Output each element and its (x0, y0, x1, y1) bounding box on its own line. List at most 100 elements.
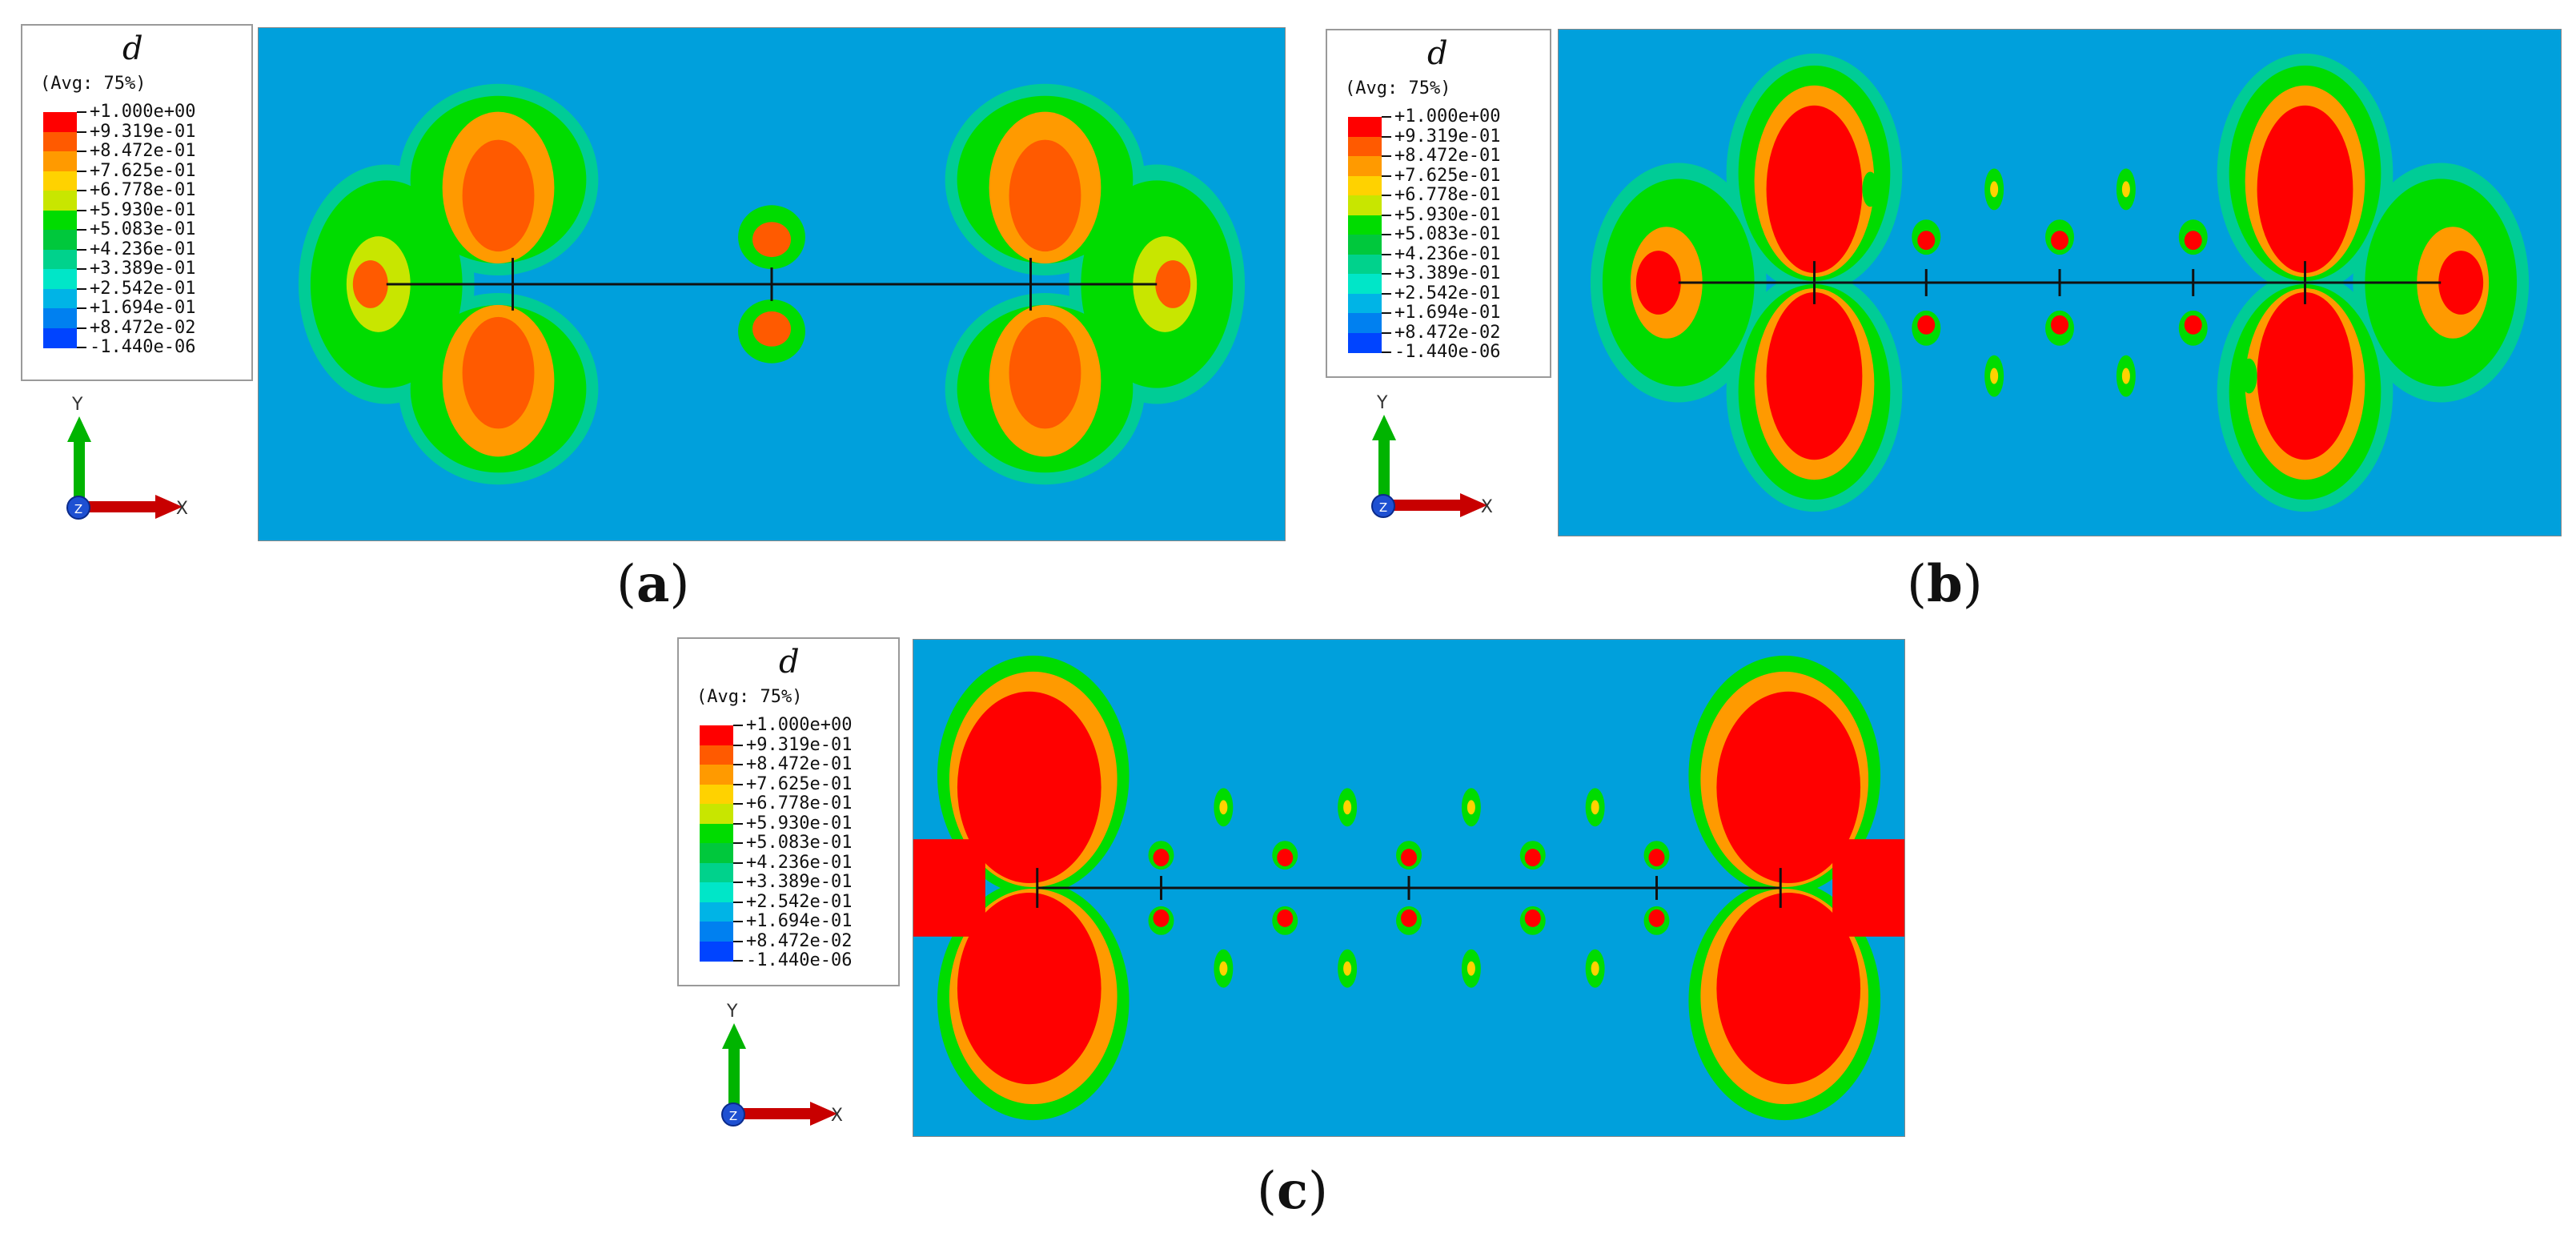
legend-swatch (700, 902, 733, 922)
legend-swatch (43, 112, 77, 132)
legend-tick (1382, 273, 1391, 275)
z-axis-label: Z (729, 1109, 737, 1123)
legend-level-label: +1.000e+00 (90, 102, 196, 122)
legend-level-label: +1.000e+00 (746, 715, 853, 735)
legend-tick (1382, 253, 1391, 255)
axis-triad: Y X Z (703, 999, 847, 1147)
legend-swatch (700, 922, 733, 942)
legend-tick (1382, 135, 1391, 138)
legend-swatch (700, 843, 733, 863)
legend-swatch (1348, 313, 1382, 333)
legend-swatch (43, 151, 77, 171)
legend-swatch (1348, 175, 1382, 196)
legend-level-label: +5.930e-01 (1394, 204, 1501, 225)
legend-tick (77, 111, 86, 113)
crack-lines (1678, 261, 2442, 304)
legend-tick (77, 229, 86, 231)
legend-swatch (1348, 156, 1382, 176)
legend-tick (733, 783, 743, 785)
legend-level-label: -1.440e-06 (1394, 342, 1501, 362)
legend-level-label: +7.625e-01 (1394, 165, 1501, 186)
legend-swatch (700, 823, 733, 844)
legend-level-label: +5.083e-01 (90, 219, 196, 239)
legend-level-label: +9.319e-01 (746, 734, 853, 755)
y-axis-label: Y (1376, 393, 1388, 413)
legend-level-label: +7.625e-01 (90, 160, 196, 181)
legend-level-label: +8.472e-01 (746, 754, 853, 774)
legend-swatch (43, 191, 77, 211)
legend-swatch (700, 725, 733, 745)
legend-tick (1382, 351, 1391, 353)
crack-lines (1036, 868, 1782, 908)
legend-swatch (43, 230, 77, 250)
contour-legend: d (Avg: 75%) +1.000e+00+9.319e-01+8.472e… (677, 637, 900, 986)
legend-tick (77, 151, 86, 152)
legend-tick (77, 268, 86, 270)
legend-swatch (43, 171, 77, 191)
x-axis-label: X (1481, 497, 1493, 517)
legend-tick (733, 882, 743, 883)
legend-swatch (43, 327, 77, 348)
legend-level-label: +3.389e-01 (746, 872, 853, 892)
panel-b: d (Avg: 75%) +1.000e+00+9.319e-01+8.472e… (1297, 0, 2576, 633)
legend-tick (77, 131, 86, 133)
legend-averaging: (Avg: 75%) (1345, 78, 1451, 98)
legend-tick (733, 861, 743, 864)
legend-level-label: +6.778e-01 (746, 793, 853, 813)
legend-tick (1382, 312, 1391, 314)
contour-legend: d (Avg: 75%) +1.000e+00+9.319e-01+8.472e… (21, 24, 253, 381)
legend-tick (733, 725, 743, 726)
legend-tick (733, 764, 743, 765)
legend-tick (77, 170, 86, 172)
axis-triad: Y X Z (48, 392, 192, 540)
legend-level-label: +8.472e-02 (746, 930, 853, 951)
legend-tick (1382, 331, 1391, 334)
legend-tick (733, 940, 743, 942)
damage-bands (913, 655, 1904, 1121)
legend-level-label: +5.930e-01 (90, 199, 196, 220)
legend-swatch (43, 269, 77, 289)
legend-level-label: +5.083e-01 (746, 833, 853, 853)
legend-level-label: +5.083e-01 (1394, 224, 1501, 244)
legend-level-label: +4.236e-01 (746, 852, 853, 873)
legend-level-label: -1.440e-06 (746, 950, 853, 970)
z-axis-label: Z (74, 502, 82, 516)
legend-tick (77, 190, 86, 191)
legend-level-label: +4.236e-01 (1394, 243, 1501, 264)
legend-level-label: +1.694e-01 (746, 911, 853, 931)
legend-swatch (1348, 215, 1382, 235)
legend-swatch (700, 862, 733, 883)
legend-level-label: +8.472e-01 (90, 141, 196, 161)
x-axis-label: X (831, 1106, 843, 1126)
legend-tick (1382, 155, 1391, 157)
legend-level-label: +6.778e-01 (1394, 185, 1501, 205)
contour-plot-a (258, 27, 1286, 541)
crack-lines (386, 258, 1158, 311)
legend-swatch (1348, 136, 1382, 157)
legend-level-label: +1.694e-01 (90, 298, 196, 318)
legend-variable: d (1427, 35, 1448, 72)
legend-swatch (700, 941, 733, 962)
legend-level-label: +3.389e-01 (1394, 263, 1501, 283)
legend-level-label: +2.542e-01 (746, 891, 853, 912)
legend-swatch (700, 765, 733, 785)
legend-tick (1382, 195, 1391, 196)
legend-tick (733, 960, 743, 962)
contour-plot-b (1558, 29, 2562, 536)
legend-level-label: +3.389e-01 (90, 259, 196, 279)
axis-triad: Y X Z (1353, 391, 1497, 538)
legend-tick (77, 307, 86, 309)
legend-level-label: +5.930e-01 (746, 813, 853, 833)
legend-level-label: +1.000e+00 (1394, 106, 1501, 127)
caption-b: (b) (1907, 554, 1983, 614)
panel-a: d (Avg: 75%) +1.000e+00+9.319e-01+8.472e… (0, 0, 1297, 633)
legend-variable: d (122, 30, 143, 67)
legend-level-label: +2.542e-01 (1394, 283, 1501, 303)
legend-tick (77, 327, 86, 329)
legend-tick (1382, 234, 1391, 235)
legend-averaging: (Avg: 75%) (696, 687, 803, 707)
legend-tick (1382, 292, 1391, 295)
legend-swatch (700, 804, 733, 824)
legend-level-label: +4.236e-01 (90, 239, 196, 259)
y-axis-label: Y (71, 395, 83, 415)
